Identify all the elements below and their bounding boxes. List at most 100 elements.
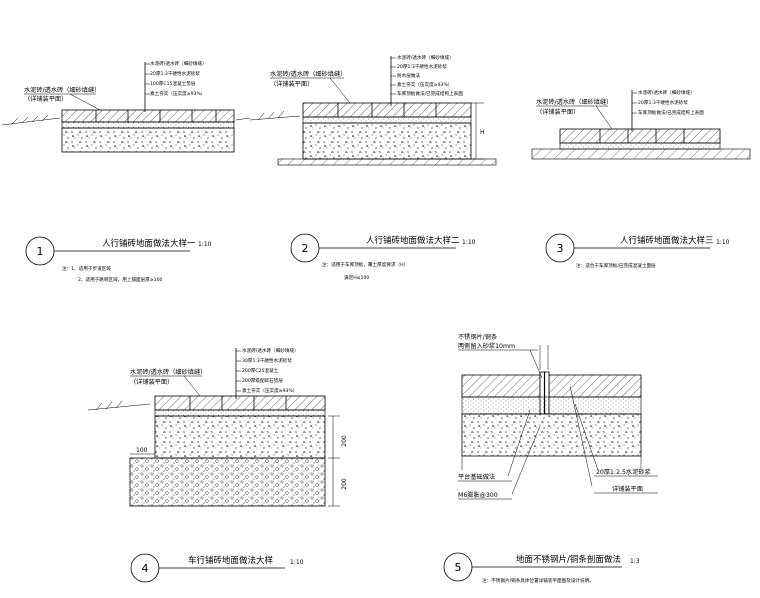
material-sublabel: （详铺装平面） [270,80,313,88]
stone-right [548,374,642,398]
ground-hatch [11,114,49,125]
concrete-layer [61,127,235,153]
note-line-1: 注：1、适用于步道区域 [62,265,111,272]
concrete-layer [302,122,472,160]
annotation-3b: 20厚1:3干硬性水泥砂浆 [638,99,688,106]
dim-200-b: 200 [341,478,348,490]
material-label: 水泥砖/透水砖（细砂填缝） [24,86,100,94]
strip-label: 不锈钢片/铜条 [458,333,497,341]
label-leader [329,77,351,104]
mortar-layer [302,116,472,124]
mortar-layer [154,409,326,417]
right-ground [235,117,251,121]
strip-sublabel: 两侧留入砂浆10mm [458,342,515,350]
detail-title: 地面不锈钢片/铜条剖面做法 [516,554,621,565]
detail-scale: 1:10 [198,241,212,248]
note-line-1: 注：不锈钢片/铜条具体位置详铺装平面图及设计说明。 [482,577,594,584]
paver-joints [95,110,217,122]
material-label: 水泥砖/透水砖（细砂填缝） [270,70,346,78]
detail-number: 4 [142,562,149,575]
ground-line [249,115,301,121]
detail-number: 5 [455,561,462,574]
detail-number: 3 [557,242,564,255]
right-label-1: 20厚1:2.5水泥砂浆 [596,468,651,476]
concrete-layer [154,415,326,459]
detail-scale: 1:10 [290,559,304,566]
annotation-4d: 200厚级配碎石垫层 [242,377,283,384]
annotation-2d: 素土夯实（压实度≥93%） [397,81,452,88]
annotation-4c: 200厚C25混凝土 [242,367,279,374]
paver-layer [61,109,235,123]
detail-title: 人行铺砖地面做法大样二 [366,235,460,246]
leader-ticks [632,92,637,114]
paver-joints [599,129,685,143]
annotation-3c: 车库顶板做法/已完成结构上表面 [638,109,704,116]
slab-layer [277,158,497,166]
paver-joints [337,103,437,117]
mortar-layer [559,142,721,150]
annotation-2b: 20厚1:3干硬性水泥砂浆 [397,63,447,70]
label-leader [183,375,201,397]
slab-layer [531,148,751,160]
note-line-2: 满足H≤100 [344,274,369,281]
leader-ticks [391,57,396,95]
detail-scale: 1:10 [716,239,730,246]
right-label-2: 详铺装平面 [612,485,643,493]
dim-h: H [480,129,485,136]
annotation-4b: 30厚1:3干硬性水泥砂浆 [242,357,292,364]
material-sublabel: （详铺装平面） [24,95,67,103]
detail-2: H 水泥砖/透水砖（细砂填缝） 20厚1:3干硬性水泥砂浆 防水层做法 素土夯实… [249,54,497,281]
detail-scale: 1:3 [630,558,640,565]
detail-number: 1 [37,245,44,258]
paver-joints [189,396,287,410]
mortar-layer [61,121,235,129]
material-sublabel: （详铺装平面） [130,378,173,386]
detail-scale: 1:10 [462,239,476,246]
detail-3: 水泥砖/透水砖（细砂填缝） 20厚1:3干硬性水泥砂浆 车库顶板做法/已完成结构… [531,89,751,269]
leader-ticks [236,350,241,392]
paver-layer [302,102,472,118]
note-line-1: 注：适合于车库顶板/已完成混凝土面层 [576,262,656,269]
left-label-1: 平台基础做法 [458,473,495,481]
label-leader [595,105,613,130]
annotation-2e: 车库顶板做法/已完成结构上表面 [397,90,463,97]
annotation-4e: 素土夯实（压实度≥93%） [242,387,297,394]
dim-100: 100 [136,447,148,454]
mortar-layer [461,396,642,415]
ground-hatch [95,400,123,411]
detail-1: 水泥砖/透水砖（细砂填缝） 20厚1:3干硬性水泥砂浆 100厚C15混凝土垫层… [1,60,251,283]
annotation-2c: 防水层做法 [397,72,420,79]
left-label-2: M6膨胀@300 [458,491,498,499]
annotation-1a: 水泥砖/透水砖（细砂填缝） [150,60,207,67]
note-line-2: 2、适用于路侧区域，用上铺面层厚≥100 [78,276,163,283]
detail-title: 人行铺砖地面做法大样三 [620,235,714,246]
base-layer [461,413,642,457]
label-leader [69,93,101,111]
ground-line [1,117,61,126]
annotation-3a: 水泥砖/透水砖（细砂填缝） [638,89,695,96]
paver-layer [154,395,326,411]
detail-4: 200 200 100 水泥砖/透水砖（细砂填缝） 30厚1:3干硬性水泥砂浆 … [87,347,348,583]
annotation-2a: 水泥砖/透水砖（细砂填缝） [397,54,454,61]
annotation-4a: 水泥砖/透水砖（细砂填缝） [242,347,299,354]
note-line-1: 注：适用于车库顶板，覆土厚度要求（H） [322,261,408,268]
material-label: 水泥砖/透水砖（细砂填缝） [536,98,612,106]
paver-layer [559,128,721,144]
annotation-1c: 100厚C15混凝土垫层 [150,80,196,87]
detail-title: 人行铺砖地面做法大样一 [102,238,196,249]
material-label: 水泥砖/透水砖（细砂填缝） [130,368,206,376]
dim-200-a: 200 [341,435,348,447]
ground-hatch [257,110,285,121]
detail-title: 车行铺砖地面做法大样 [188,555,274,566]
annotation-1b: 20厚1:3干硬性水泥砂浆 [150,70,200,77]
material-sublabel: （详铺装平面） [536,108,579,116]
gravel-layer [129,457,326,507]
ground-line [87,403,151,411]
detail-5: 不锈钢片/铜条 两侧留入砂浆10mm 平台基础做法 M6膨胀@300 20厚1:… [443,333,658,584]
stone-left [461,374,541,398]
leader-ticks [145,63,150,95]
annotation-1d: 素土夯实（压实度≥93%） [150,90,205,97]
detail-number: 2 [302,242,309,255]
